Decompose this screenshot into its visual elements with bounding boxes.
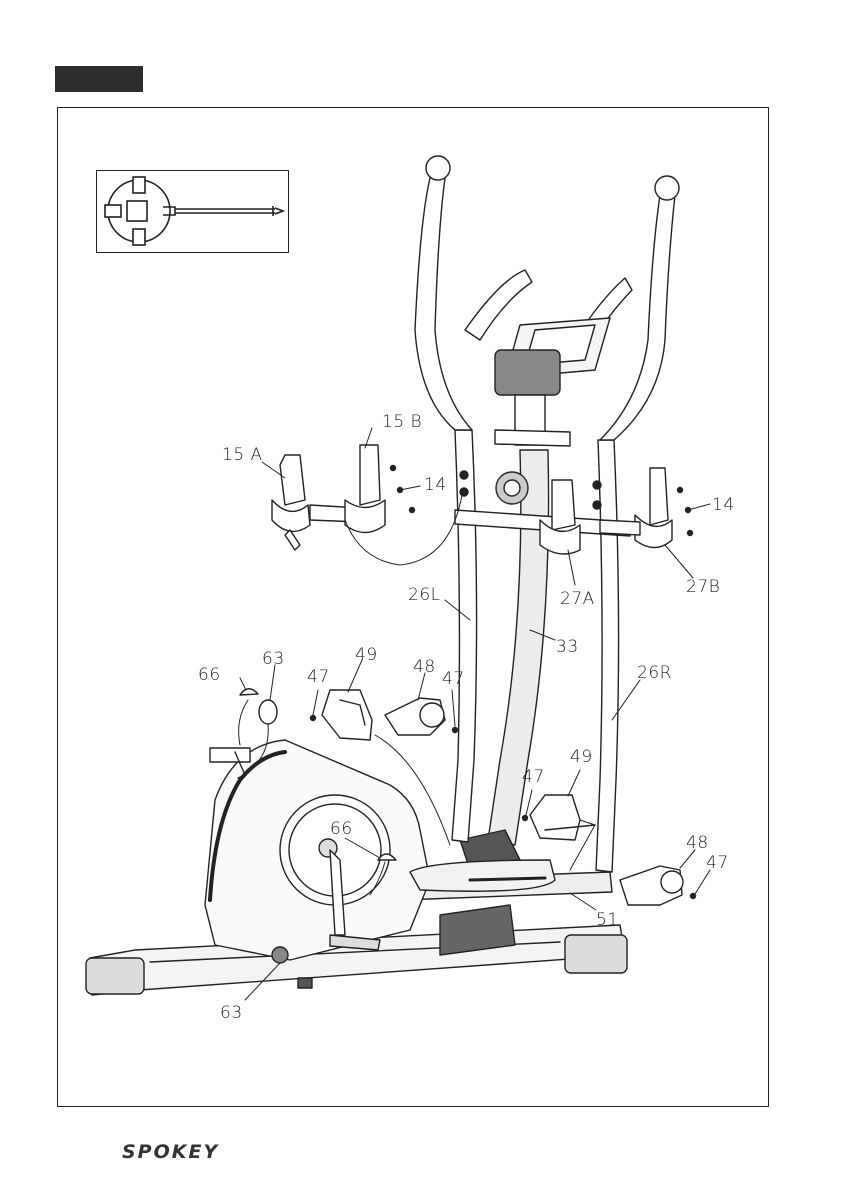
handle-right	[600, 195, 675, 440]
label-33: 33	[556, 637, 579, 657]
label-47-right: 47	[706, 853, 729, 873]
cover-27B	[650, 468, 668, 525]
part-66-top	[240, 689, 258, 695]
foot-right	[565, 935, 627, 973]
label-14-left: 14	[424, 475, 447, 495]
console-grille	[495, 350, 560, 395]
cover-27A	[552, 480, 575, 530]
part-49-mid	[530, 795, 580, 840]
label-48-top: 48	[413, 657, 436, 677]
label-26l: 26L	[408, 585, 441, 605]
label-15b: 15 B	[382, 412, 422, 432]
label-27a: 27A	[560, 589, 595, 609]
label-15a: 15 A	[222, 445, 263, 465]
part-63-bottom	[272, 947, 288, 963]
label-26r: 26R	[637, 663, 672, 683]
label-48-right: 48	[686, 833, 709, 853]
part-63-top	[259, 700, 277, 724]
label-47-c: 47	[522, 767, 545, 787]
label-27b: 27B	[686, 577, 720, 597]
label-66-mid: 66	[330, 819, 353, 839]
cover-15B	[360, 445, 380, 505]
label-14-right: 14	[712, 495, 735, 515]
cover-15A	[280, 455, 305, 505]
label-47-b: 47	[442, 669, 465, 689]
label-49-top: 49	[355, 645, 378, 665]
label-63-bottom: 63	[220, 1003, 243, 1023]
label-47-a: 47	[307, 667, 330, 687]
part-49-top	[322, 690, 372, 740]
label-51: 51	[596, 910, 619, 930]
label-63-top: 63	[262, 649, 285, 669]
foot-left	[86, 958, 144, 994]
label-66-top: 66	[198, 665, 221, 685]
spokey-logo: SPOKEY	[122, 1141, 219, 1163]
pedal	[410, 860, 555, 891]
label-49-mid: 49	[570, 747, 593, 767]
handle-left	[415, 178, 472, 430]
